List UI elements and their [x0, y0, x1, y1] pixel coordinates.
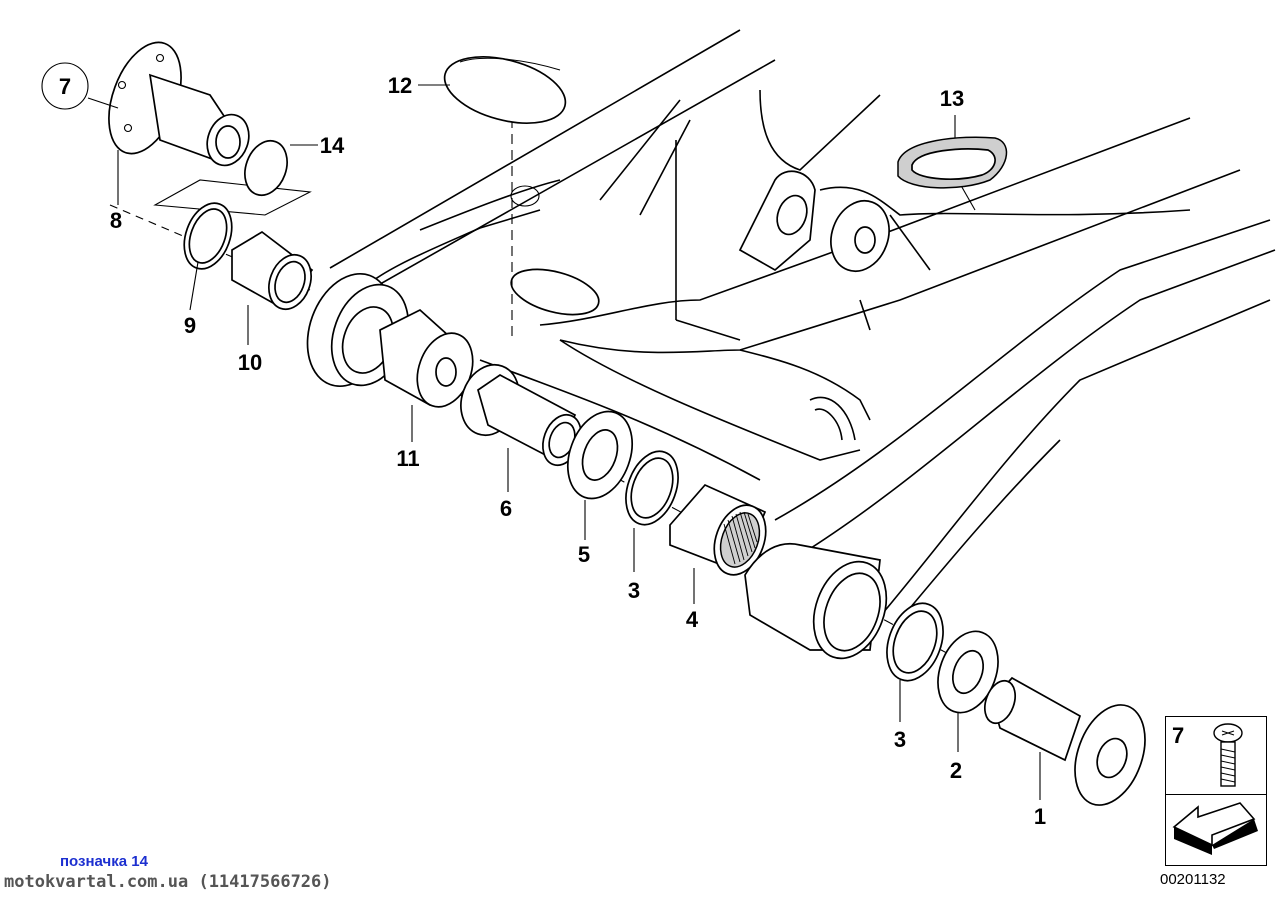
legend-item-box: 7 — [1165, 716, 1267, 796]
callout-leaders — [41, 62, 1041, 800]
diagram-number: 00201132 — [1160, 871, 1226, 888]
legend-item-number: 7 — [1172, 723, 1185, 748]
part-2-washer — [937, 630, 999, 714]
part-5-washer — [567, 410, 633, 500]
caption-link[interactable]: позначка 14 — [60, 853, 148, 870]
part-14-o-ring — [244, 139, 288, 197]
part-11-bushing — [379, 308, 474, 408]
callout-labels: 7 8 9 10 11 12 13 14 6 5 3 4 3 2 1 — [59, 73, 1046, 829]
swingarm-pivot-housing — [744, 543, 888, 660]
callout-2: 2 — [950, 758, 962, 783]
callout-14: 14 — [320, 133, 345, 158]
callout-11: 11 — [396, 446, 419, 471]
part-13-oval-cap — [897, 136, 1008, 189]
caption-site: motokvartal.com.ua (11417566726) — [4, 872, 332, 892]
part-1-flange-pin — [983, 676, 1146, 806]
callout-5: 5 — [578, 542, 590, 567]
part-3b-ring — [886, 602, 944, 682]
callout-3a: 3 — [628, 578, 640, 603]
callout-12: 12 — [388, 73, 412, 98]
callout-4: 4 — [686, 607, 699, 632]
part-4-needle-bearing — [669, 483, 767, 576]
part-10-sleeve — [231, 230, 314, 311]
callout-9: 9 — [184, 313, 196, 338]
part-6-sleeve — [460, 363, 582, 467]
callout-3b: 3 — [894, 727, 906, 752]
callout-13: 13 — [940, 86, 964, 111]
direction-arrow-box — [1165, 794, 1267, 866]
frame-mount-lugs — [738, 170, 890, 273]
callout-6: 6 — [500, 496, 512, 521]
part-9-ring — [183, 202, 233, 270]
callout-1: 1 — [1034, 804, 1046, 829]
part-12-cap — [443, 56, 567, 124]
frame-opening — [510, 185, 600, 316]
callout-7: 7 — [59, 74, 71, 99]
screw-icon — [1213, 723, 1243, 787]
callout-10: 10 — [238, 350, 262, 375]
arrow-icon — [1172, 802, 1258, 855]
part-3a-ring — [625, 450, 679, 526]
callout-8: 8 — [110, 208, 122, 233]
part-8-flange-pin — [108, 41, 250, 167]
